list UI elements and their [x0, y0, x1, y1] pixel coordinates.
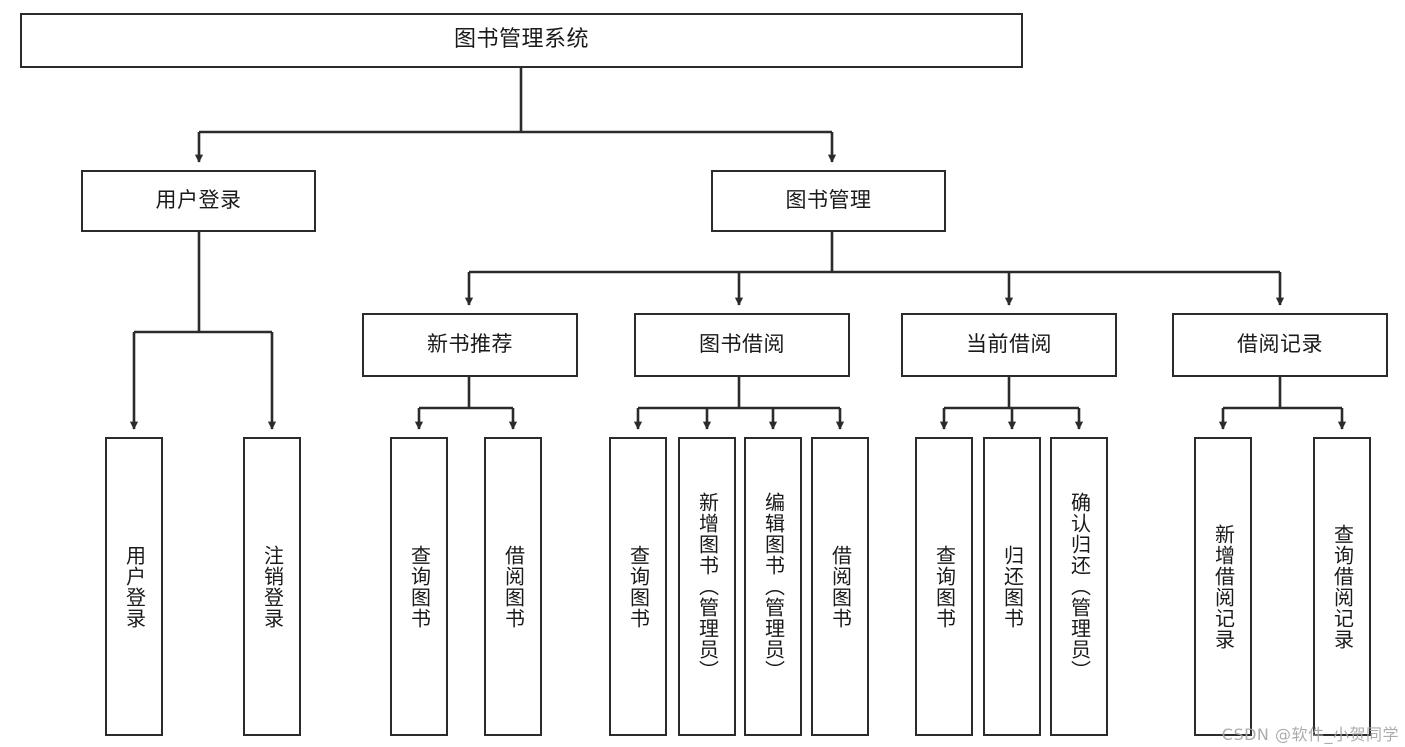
node-label: 查询图书	[626, 544, 651, 629]
leaf-borrow-book-2[interactable]: 借阅图书	[811, 437, 869, 736]
node-borrow-record[interactable]: 借阅记录	[1172, 313, 1388, 377]
node-label: 借阅记录	[1237, 332, 1323, 357]
leaf-query-book-1[interactable]: 查询图书	[390, 437, 448, 736]
node-book-manage[interactable]: 图书管理	[711, 170, 946, 232]
leaf-user-login[interactable]: 用户登录	[105, 437, 163, 736]
node-user-login[interactable]: 用户登录	[81, 170, 316, 232]
node-label: 借阅图书	[501, 544, 526, 629]
node-label: 确认归还（管理员）	[1067, 492, 1092, 681]
node-label: 编辑图书（管理员）	[761, 492, 786, 681]
leaf-logout[interactable]: 注销登录	[243, 437, 301, 736]
leaf-borrow-book-1[interactable]: 借阅图书	[484, 437, 542, 736]
node-label: 新增借阅记录	[1211, 523, 1236, 650]
node-label: 图书借阅	[699, 332, 785, 357]
leaf-add-borrow-record[interactable]: 新增借阅记录	[1194, 437, 1252, 736]
leaf-confirm-return-admin[interactable]: 确认归还（管理员）	[1050, 437, 1108, 736]
leaf-add-book-admin[interactable]: 新增图书（管理员）	[678, 437, 736, 736]
node-label: 图书管理	[785, 188, 872, 213]
node-label: 归还图书	[1000, 544, 1025, 629]
node-label: 图书管理系统	[453, 27, 589, 53]
node-label: 注销登录	[260, 544, 285, 629]
node-label: 借阅图书	[828, 544, 853, 629]
leaf-edit-book-admin[interactable]: 编辑图书（管理员）	[744, 437, 802, 736]
node-label: 查询借阅记录	[1330, 523, 1355, 650]
node-current-borrow[interactable]: 当前借阅	[901, 313, 1117, 377]
node-root-system[interactable]: 图书管理系统	[20, 13, 1023, 68]
leaf-query-borrow-record[interactable]: 查询借阅记录	[1313, 437, 1371, 736]
leaf-query-book-3[interactable]: 查询图书	[915, 437, 973, 736]
node-new-book-recommend[interactable]: 新书推荐	[362, 313, 578, 377]
node-label: 新增图书（管理员）	[695, 492, 720, 681]
node-label: 用户登录	[155, 188, 242, 213]
node-label: 查询图书	[932, 544, 957, 629]
leaf-return-book[interactable]: 归还图书	[983, 437, 1041, 736]
node-label: 新书推荐	[427, 332, 513, 357]
node-label: 当前借阅	[966, 332, 1052, 357]
node-label: 查询图书	[407, 544, 432, 629]
leaf-query-book-2[interactable]: 查询图书	[609, 437, 667, 736]
node-label: 用户登录	[122, 544, 147, 629]
node-book-borrow[interactable]: 图书借阅	[634, 313, 850, 377]
watermark: CSDN @软件_小贺同学	[1221, 725, 1399, 744]
